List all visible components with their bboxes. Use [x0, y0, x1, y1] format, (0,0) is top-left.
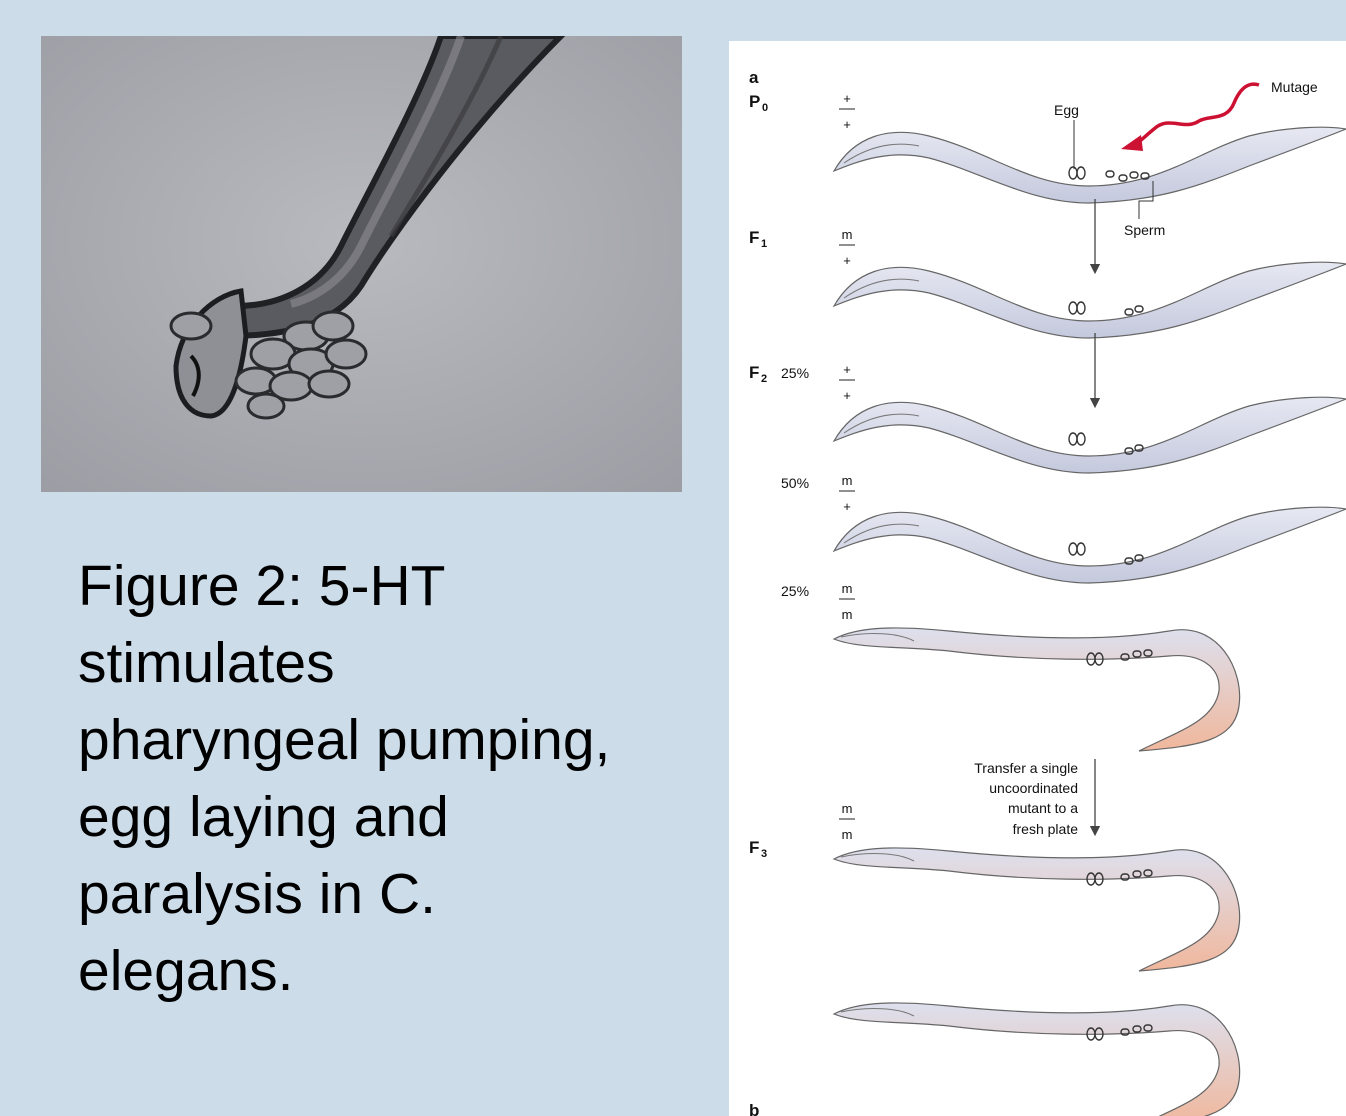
genotype-p0: + +	[839, 91, 855, 132]
genotype-top: +	[843, 362, 851, 377]
gen-letter: F	[749, 363, 759, 382]
worm-f3-mutant-2	[834, 1003, 1240, 1116]
transfer-line: Transfer a single	[974, 760, 1078, 776]
genotype-bottom: +	[843, 117, 851, 132]
gen-subscript: 1	[761, 238, 767, 250]
egg-label: Egg	[1054, 102, 1079, 118]
genotype-bottom: m	[842, 827, 853, 842]
gen-subscript: 3	[761, 848, 767, 860]
genotype-top: m	[842, 581, 853, 596]
genotype-bottom: +	[843, 388, 851, 403]
worm-f2-wildtype	[834, 397, 1346, 473]
genotype-top: +	[843, 91, 851, 106]
worm-f2-heterozygous	[834, 507, 1346, 583]
genotype-top: m	[842, 801, 853, 816]
genotype-f3: m m	[839, 801, 855, 842]
gen-subscript: 2	[761, 373, 767, 385]
caption-line: paralysis in C.	[78, 856, 698, 933]
percent-50-heterozygous: 50%	[781, 475, 809, 491]
genotype-f1: m +	[839, 227, 855, 268]
mutagen-label: Mutage	[1271, 79, 1318, 95]
panel-a-label: a	[749, 68, 759, 87]
percent-25-wildtype: 25%	[781, 365, 809, 381]
transfer-line: uncoordinated	[989, 780, 1078, 796]
genotype-f2-hom: m m	[839, 581, 855, 622]
panel-b-label: b	[749, 1101, 759, 1116]
worm-f2-mutant	[834, 628, 1240, 751]
worm-micrograph	[41, 36, 682, 492]
worm-f3-mutant-1	[834, 848, 1240, 971]
genotype-top: m	[842, 227, 853, 242]
generation-f3: F 3	[749, 838, 767, 860]
transfer-note: Transfer a single uncoordinated mutant t…	[974, 760, 1078, 837]
generation-f1: F 1	[749, 228, 767, 250]
genotype-bottom: m	[842, 607, 853, 622]
caption-line: stimulates	[78, 625, 698, 702]
gen-subscript: 0	[762, 102, 768, 114]
genotype-f2-het: m +	[839, 473, 855, 514]
caption-line: elegans.	[78, 933, 698, 1010]
sperm-label: Sperm	[1124, 222, 1165, 238]
genotype-bottom: +	[843, 499, 851, 514]
mutagen-arrow	[1134, 84, 1259, 145]
transfer-line: mutant to a	[1008, 800, 1078, 816]
caption-line: egg laying and	[78, 779, 698, 856]
figure-caption: Figure 2: 5-HT stimulates pharyngeal pum…	[78, 548, 698, 1010]
genetic-screen-diagram: a b P 0 F 1 F 2 F 3 25% 50% 25% + + m	[729, 41, 1346, 1116]
genotype-top: m	[842, 473, 853, 488]
gen-letter: P	[749, 92, 760, 111]
genotype-bottom: +	[843, 253, 851, 268]
caption-line: pharyngeal pumping,	[78, 702, 698, 779]
gen-letter: F	[749, 228, 759, 247]
worm-p0	[834, 127, 1346, 203]
mutagen-arrowhead	[1121, 135, 1143, 151]
worm-f1	[834, 262, 1346, 338]
generation-f2: F 2	[749, 363, 767, 385]
gen-letter: F	[749, 838, 759, 857]
transfer-line: fresh plate	[1013, 821, 1079, 837]
percent-25-homozygous: 25%	[781, 583, 809, 599]
caption-line: Figure 2: 5-HT	[78, 548, 698, 625]
generation-p0: P 0	[749, 92, 768, 114]
genotype-f2-wt: + +	[839, 362, 855, 403]
